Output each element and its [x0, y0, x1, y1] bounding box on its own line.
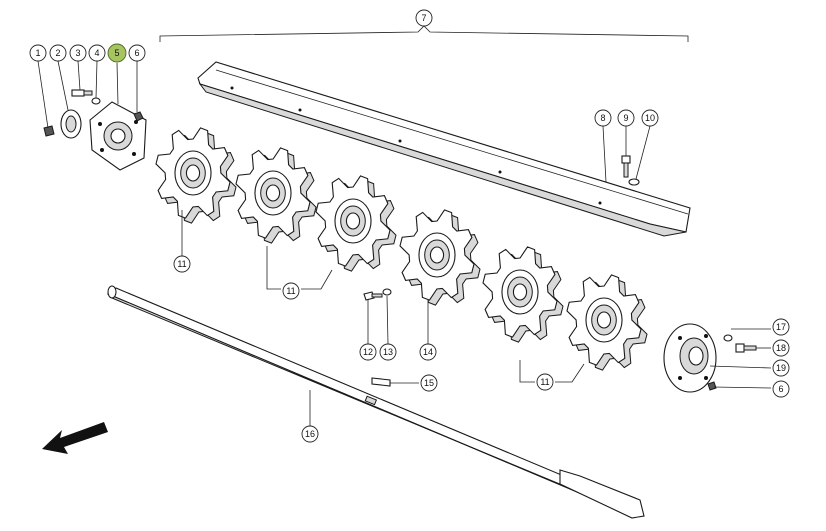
callout-c17: 17 — [772, 318, 790, 336]
bearing-flange-5 — [89, 101, 147, 171]
callout-c1: 1 — [29, 44, 47, 62]
callout-c11a: 11 — [173, 255, 191, 273]
callout-label: 11 — [177, 259, 186, 269]
sprocket-2 — [235, 147, 317, 244]
callout-label: 1 — [35, 48, 40, 58]
nut-6 — [133, 111, 144, 122]
sprocket-group — [155, 127, 648, 371]
sprocket-4 — [399, 209, 481, 306]
callout-c11c: 11 — [536, 373, 554, 391]
washer-4 — [91, 97, 101, 105]
callout-c7: 7 — [415, 9, 433, 27]
bolt-9 — [621, 155, 631, 178]
nut-6b — [707, 381, 717, 391]
direction-arrow-icon — [42, 422, 108, 454]
callout-c12: 12 — [359, 343, 377, 361]
washer-17 — [723, 334, 733, 342]
callout-label: 19 — [776, 363, 786, 373]
sprocket-5 — [482, 246, 564, 343]
sprocket-1 — [155, 127, 237, 224]
callout-label: 5 — [114, 48, 119, 58]
callout-label: 14 — [423, 347, 433, 357]
callout-label: 15 — [424, 378, 434, 388]
callout-c9: 9 — [617, 109, 635, 127]
screw-1 — [43, 125, 55, 137]
shaft-16 — [106, 285, 645, 519]
washer-10 — [628, 178, 640, 186]
bracket-7 — [159, 25, 689, 42]
leader-lines — [37, 60, 772, 426]
sprocket-3 — [315, 175, 397, 272]
bolt-18 — [735, 343, 757, 353]
screw-12 — [363, 291, 383, 301]
callout-c19: 19 — [772, 359, 790, 377]
guide-rail — [197, 61, 691, 237]
callout-label: 11 — [540, 377, 549, 387]
bolt-3 — [71, 89, 93, 97]
callout-label: 6 — [778, 384, 783, 394]
callout-c5: 5 — [107, 43, 127, 63]
nut-13 — [382, 288, 392, 296]
callout-label: 6 — [134, 48, 139, 58]
callout-label: 7 — [421, 13, 426, 23]
callout-c18: 18 — [772, 339, 790, 357]
callout-c4: 4 — [88, 44, 106, 62]
callout-label: 16 — [305, 429, 315, 439]
callout-label: 2 — [55, 48, 60, 58]
seal-ring-2 — [60, 109, 82, 139]
callout-c16: 16 — [301, 425, 319, 443]
callout-label: 4 — [94, 48, 99, 58]
callout-label: 13 — [383, 347, 393, 357]
callout-c3: 3 — [69, 44, 87, 62]
callout-label: 10 — [645, 113, 655, 123]
callout-c10: 10 — [641, 109, 659, 127]
callout-label: 18 — [776, 343, 786, 353]
callout-label: 8 — [600, 113, 605, 123]
callout-c14: 14 — [419, 343, 437, 361]
callout-label: 11 — [286, 286, 295, 296]
callout-c11b: 11 — [282, 282, 300, 300]
sprocket-6 — [566, 274, 648, 371]
callout-c8: 8 — [594, 109, 612, 127]
callout-label: 3 — [75, 48, 80, 58]
bearing-flange-19 — [663, 323, 717, 393]
callout-c13: 13 — [379, 343, 397, 361]
callout-c6a: 6 — [128, 44, 146, 62]
callout-c2: 2 — [49, 44, 67, 62]
callout-c6b: 6 — [772, 380, 790, 398]
key-15 — [371, 377, 391, 387]
callout-label: 12 — [363, 347, 373, 357]
callout-c15: 15 — [420, 374, 438, 392]
callout-label: 17 — [776, 322, 786, 332]
callout-label: 9 — [623, 113, 628, 123]
